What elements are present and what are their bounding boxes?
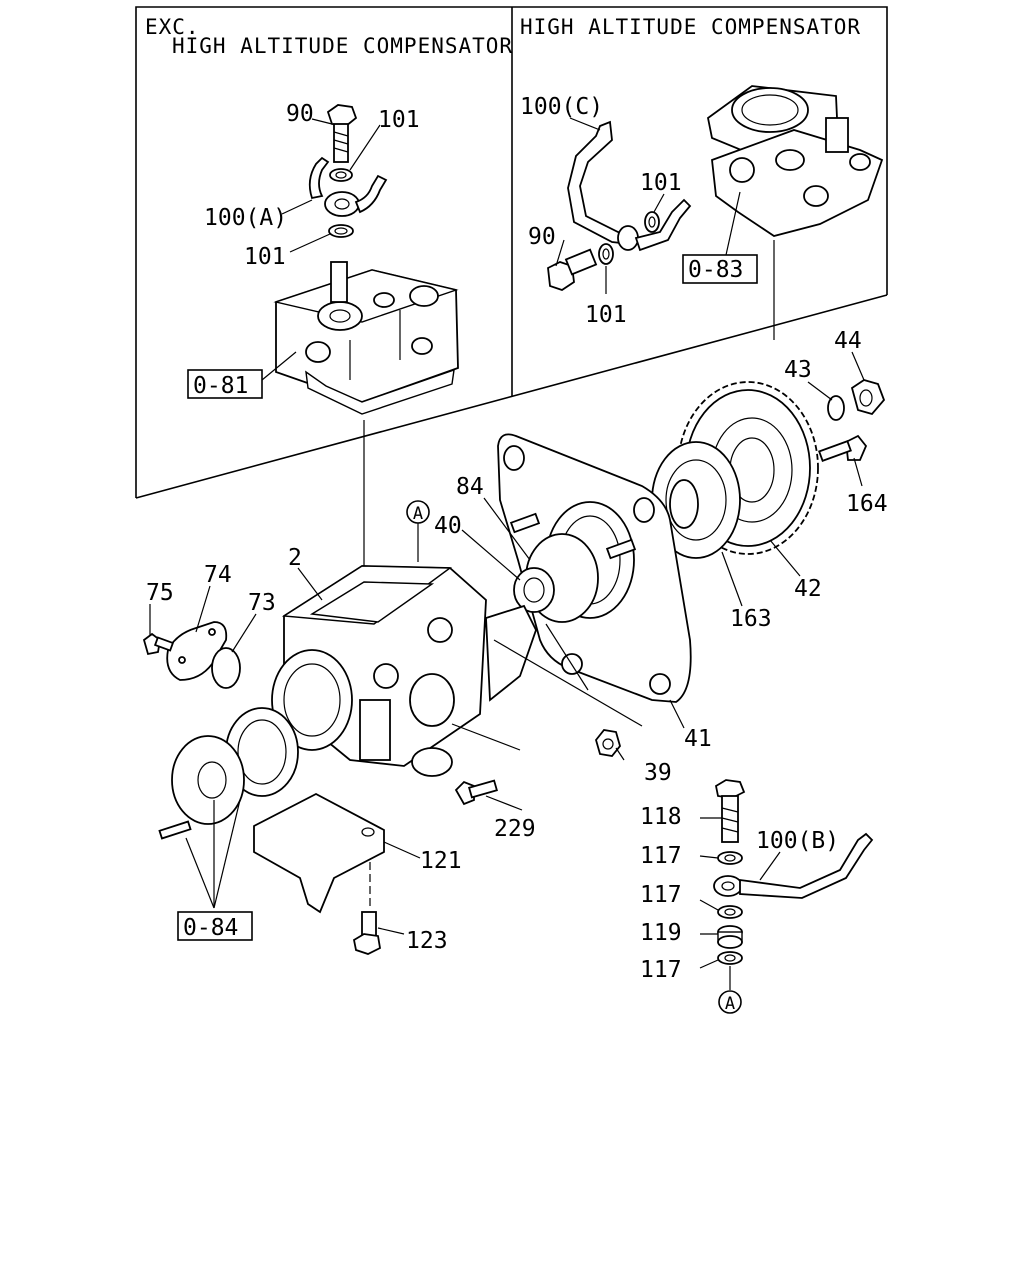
- washer-117-c: [717, 951, 743, 965]
- hub-163: [651, 441, 741, 559]
- left-panel-header-line1: EXC.: [145, 15, 200, 39]
- left-inset-leaders: [261, 118, 381, 582]
- callout-90-left: 90: [286, 101, 314, 127]
- flange-assembly-084: [158, 707, 299, 840]
- callout-101-right-top: 101: [640, 170, 682, 196]
- bolt-123: [352, 911, 381, 955]
- ref-box-081: [187, 369, 263, 399]
- nut-44: [850, 379, 886, 416]
- ref-084[interactable]: 0-84: [183, 915, 238, 941]
- ref-081[interactable]: 0-81: [193, 373, 248, 399]
- callout-84: 84: [456, 474, 484, 500]
- right-panel-header: HIGH ALTITUDE COMPENSATOR: [520, 15, 861, 39]
- callout-123: 123: [406, 928, 448, 954]
- bracket-121: [253, 792, 385, 914]
- callout-42: 42: [794, 576, 822, 602]
- callout-117-c: 117: [640, 957, 682, 983]
- ref-box-084: [177, 911, 253, 941]
- callout-101-right-bottom: 101: [585, 302, 627, 328]
- marker-a-top: A: [406, 500, 430, 524]
- banjo-bolt-left: [326, 104, 358, 163]
- callout-74: 74: [204, 562, 232, 588]
- callout-43: 43: [784, 357, 812, 383]
- callout-90-right: 90: [528, 224, 556, 250]
- callout-164: 164: [846, 491, 888, 517]
- right-inset-parts: [547, 85, 884, 291]
- compensator-housing-081: [273, 261, 459, 415]
- callout-75: 75: [146, 580, 174, 606]
- washer-101-right-bottom: [598, 243, 614, 265]
- o-ring-73: [211, 647, 241, 689]
- washer-101-right-top: [644, 211, 660, 233]
- callout-2: 2: [288, 545, 302, 571]
- callout-163: 163: [730, 606, 772, 632]
- pipe-100b: [713, 832, 874, 899]
- callout-121: 121: [420, 848, 462, 874]
- washer-101-left-bottom: [328, 224, 354, 238]
- marker-a-bottom: A: [718, 990, 742, 1014]
- callout-100a: 100(A): [204, 205, 287, 231]
- callout-117-a: 117: [640, 843, 682, 869]
- marker-a-bottom-label: A: [725, 994, 735, 1014]
- washer-117-b: [717, 905, 743, 919]
- pump-body-2: [271, 565, 537, 777]
- bearing-40: [513, 567, 555, 613]
- callout-100b: 100(B): [756, 828, 839, 854]
- callout-118: 118: [640, 804, 682, 830]
- right-inset-leaders: [555, 117, 775, 340]
- callout-44: 44: [834, 328, 862, 354]
- inset-panels-frame: [135, 6, 888, 499]
- washer-101-left-top: [329, 168, 353, 182]
- pipe-100c: [567, 120, 692, 252]
- fitting-100a: [308, 156, 388, 217]
- ref-083[interactable]: 0-83: [688, 257, 743, 283]
- callout-101-left-top: 101: [378, 107, 420, 133]
- nut-39: [595, 729, 621, 757]
- callout-117-b: 117: [640, 882, 682, 908]
- marker-a-top-label: A: [413, 504, 423, 524]
- callout-39: 39: [644, 760, 672, 786]
- compensator-housing-083: [707, 85, 884, 237]
- callout-229: 229: [494, 816, 536, 842]
- callout-73: 73: [248, 590, 276, 616]
- washer-117-a: [717, 851, 743, 865]
- spacer-119: [717, 925, 743, 949]
- left-inset-parts: [273, 104, 459, 415]
- washer-43: [827, 395, 845, 421]
- left-panel-header-line2: HIGH ALTITUDE COMPENSATOR: [172, 34, 513, 58]
- callout-101-left-bottom: 101: [244, 244, 286, 270]
- bolt-229: [454, 779, 498, 806]
- callout-119: 119: [640, 920, 682, 946]
- banjo-bolt-right: [547, 248, 598, 291]
- callout-40: 40: [434, 513, 462, 539]
- bolt-164: [818, 434, 868, 462]
- callout-100c: 100(C): [520, 94, 603, 120]
- callout-41: 41: [684, 726, 712, 752]
- bolt-75: [142, 632, 175, 656]
- ref-box-083: [682, 254, 758, 284]
- cover-plate-74: [166, 621, 228, 681]
- main-leaders: [149, 351, 865, 990]
- bolt-118: [714, 779, 746, 843]
